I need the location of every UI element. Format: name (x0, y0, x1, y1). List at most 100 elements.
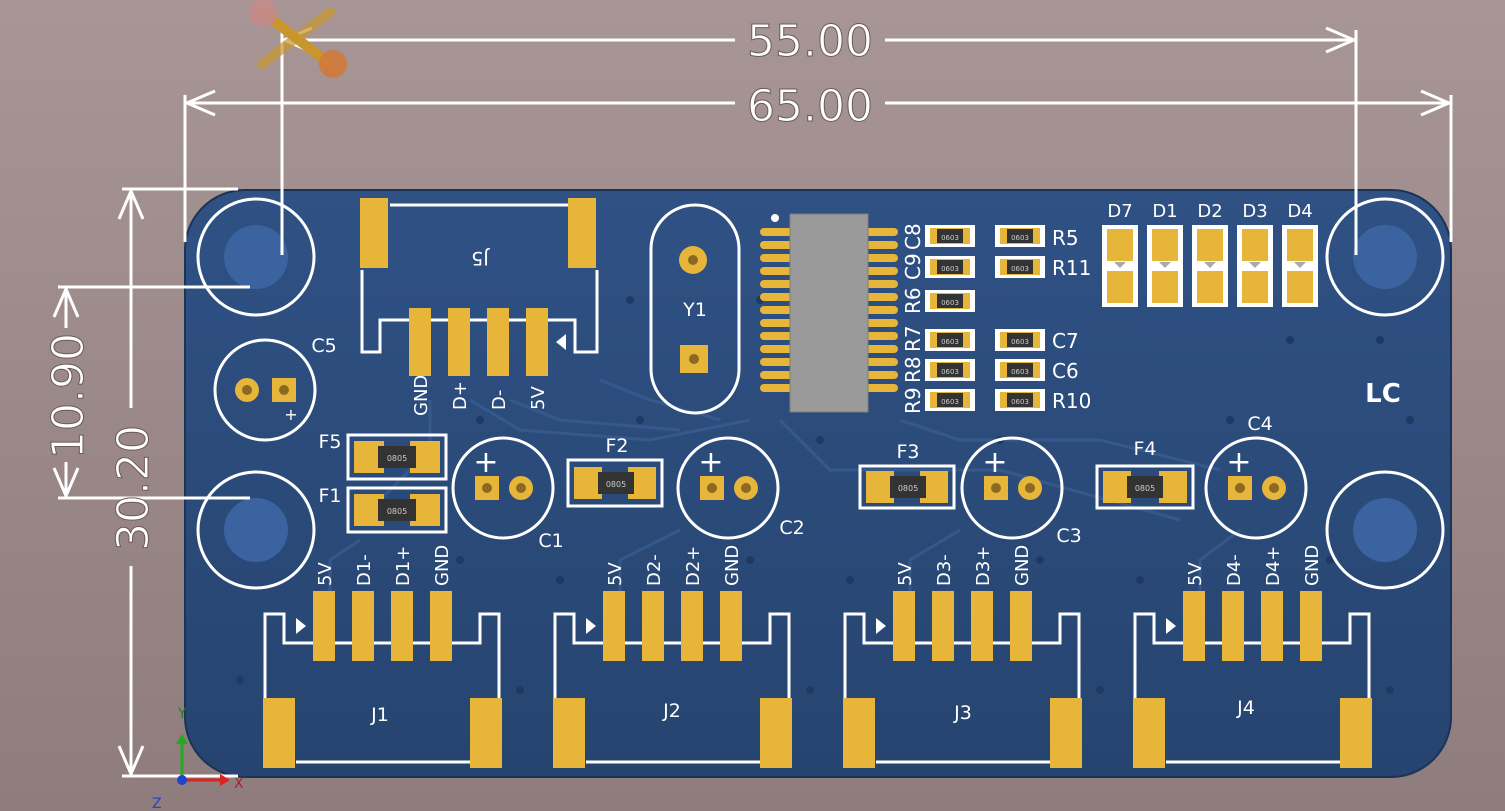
connector-j3[interactable]: J3 5V D3- D3+ GND (843, 545, 1082, 768)
dimension-30-20: 30.20 (108, 425, 159, 551)
c6-label: C6 (1052, 359, 1079, 383)
svg-text:J4: J4 (1236, 697, 1255, 719)
capacitor-c5[interactable]: + C5 (213, 335, 337, 442)
svg-text:5V: 5V (605, 562, 626, 586)
dimension-55: 55.00 (747, 16, 873, 67)
led-array (1102, 225, 1318, 307)
r11-label: R11 (1052, 256, 1091, 280)
capacitor-c1[interactable]: + C1 (451, 436, 564, 552)
j5-label: J5 (471, 247, 490, 269)
svg-text:0805: 0805 (898, 484, 918, 493)
svg-text:D2-: D2- (644, 554, 665, 586)
d7-label: D7 (1107, 201, 1132, 222)
j5-pin-1: GND (411, 375, 432, 416)
connector-j4[interactable]: J4 5V D4- D4+ GND (1133, 545, 1372, 768)
svg-text:D3-: D3- (934, 554, 955, 586)
svg-text:+: + (698, 445, 723, 480)
svg-text:D1-: D1- (354, 554, 375, 586)
svg-text:J3: J3 (953, 702, 972, 724)
dimension-65: 65.00 (747, 81, 873, 132)
svg-text:5V: 5V (1185, 562, 1206, 586)
mounting-holes (196, 197, 1445, 590)
svg-text:5V: 5V (895, 562, 916, 586)
svg-text:0603: 0603 (1011, 368, 1029, 376)
svg-text:+: + (284, 405, 297, 424)
f5-label: F5 (318, 431, 341, 453)
fuse-f2: 0805 F2 (566, 435, 664, 508)
j5-pin-2: D+ (450, 381, 471, 410)
capacitor-c4[interactable]: + C4 (1204, 413, 1308, 540)
svg-text:+: + (1226, 445, 1251, 480)
svg-text:C4: C4 (1247, 413, 1272, 435)
fuse-f3: 0805 F3 (858, 441, 956, 510)
f1-label: F1 (318, 485, 341, 507)
small-passives: 0603 0603 0603 0603 0603 0603 0603 0603 (925, 225, 1045, 411)
r10-label: R10 (1052, 389, 1091, 413)
d1-label: D1 (1152, 201, 1177, 222)
ic-chip[interactable] (760, 213, 898, 413)
svg-text:D4-: D4- (1224, 554, 1245, 586)
svg-text:0603: 0603 (941, 398, 959, 406)
svg-text:D3+: D3+ (973, 546, 994, 586)
r6-label: R6 (901, 287, 925, 314)
copper-traces (328, 378, 1241, 610)
j5-pin-3: D- (489, 390, 510, 410)
svg-text:+: + (982, 445, 1007, 480)
svg-text:D4+: D4+ (1263, 546, 1284, 586)
d2-label: D2 (1197, 201, 1222, 222)
crystal-y1[interactable]: Y1 (649, 203, 741, 415)
svg-text:0603: 0603 (1011, 265, 1029, 273)
svg-text:0805: 0805 (387, 507, 407, 516)
svg-text:Z: Z (152, 796, 162, 811)
svg-text:J2: J2 (662, 700, 681, 722)
svg-text:D1+: D1+ (393, 546, 414, 586)
svg-text:J1: J1 (370, 704, 389, 726)
axis-gizmo: Y X Z (152, 706, 244, 811)
svg-text:X: X (234, 776, 244, 792)
svg-text:0603: 0603 (1011, 338, 1029, 346)
svg-text:Y: Y (177, 706, 187, 722)
y1-label: Y1 (682, 299, 707, 321)
capacitor-c2[interactable]: + C2 (676, 436, 805, 540)
r8-label: R8 (901, 356, 925, 383)
dimension-10-90: 10.90 (43, 333, 94, 459)
c8-label: C8 (901, 223, 925, 250)
connector-j1[interactable]: J1 5V D1- D1+ GND (263, 545, 502, 768)
lc-logo: LC (1365, 379, 1401, 409)
svg-text:F2: F2 (605, 435, 628, 457)
svg-text:0805: 0805 (387, 454, 407, 463)
svg-text:GND: GND (1012, 545, 1033, 586)
r7-label: R7 (901, 325, 925, 352)
dimension-lines (52, 26, 1453, 778)
svg-text:0603: 0603 (941, 265, 959, 273)
svg-text:0805: 0805 (1135, 484, 1155, 493)
svg-text:C1: C1 (538, 530, 563, 552)
svg-text:GND: GND (722, 545, 743, 586)
svg-text:0603: 0603 (1011, 398, 1029, 406)
svg-text:C3: C3 (1056, 525, 1081, 547)
svg-text:0603: 0603 (941, 299, 959, 307)
svg-text:0603: 0603 (941, 234, 959, 242)
svg-text:0603: 0603 (941, 338, 959, 346)
connector-j2[interactable]: J2 5V D2- D2+ GND (553, 545, 792, 768)
r5-label: R5 (1052, 226, 1079, 250)
svg-text:F4: F4 (1133, 438, 1156, 460)
svg-text:GND: GND (432, 545, 453, 586)
fuses-f5-f1: 0805 0805 F5 F1 (318, 431, 448, 534)
j5-pin-4: 5V (528, 386, 549, 410)
snap-marker[interactable] (249, 0, 347, 78)
svg-text:5V: 5V (315, 562, 336, 586)
svg-text:F3: F3 (896, 441, 919, 463)
svg-text:GND: GND (1302, 545, 1323, 586)
svg-text:D2+: D2+ (683, 546, 704, 586)
fuse-f4: 0805 F4 (1095, 438, 1195, 510)
svg-text:0805: 0805 (606, 480, 626, 489)
capacitor-c3[interactable]: + C3 (960, 436, 1082, 547)
svg-text:0603: 0603 (1011, 234, 1029, 242)
svg-text:+: + (473, 445, 498, 480)
d3-label: D3 (1242, 201, 1267, 222)
connector-j5[interactable]: J5 GND D+ D- 5V (360, 198, 599, 416)
svg-text:C2: C2 (779, 517, 804, 539)
